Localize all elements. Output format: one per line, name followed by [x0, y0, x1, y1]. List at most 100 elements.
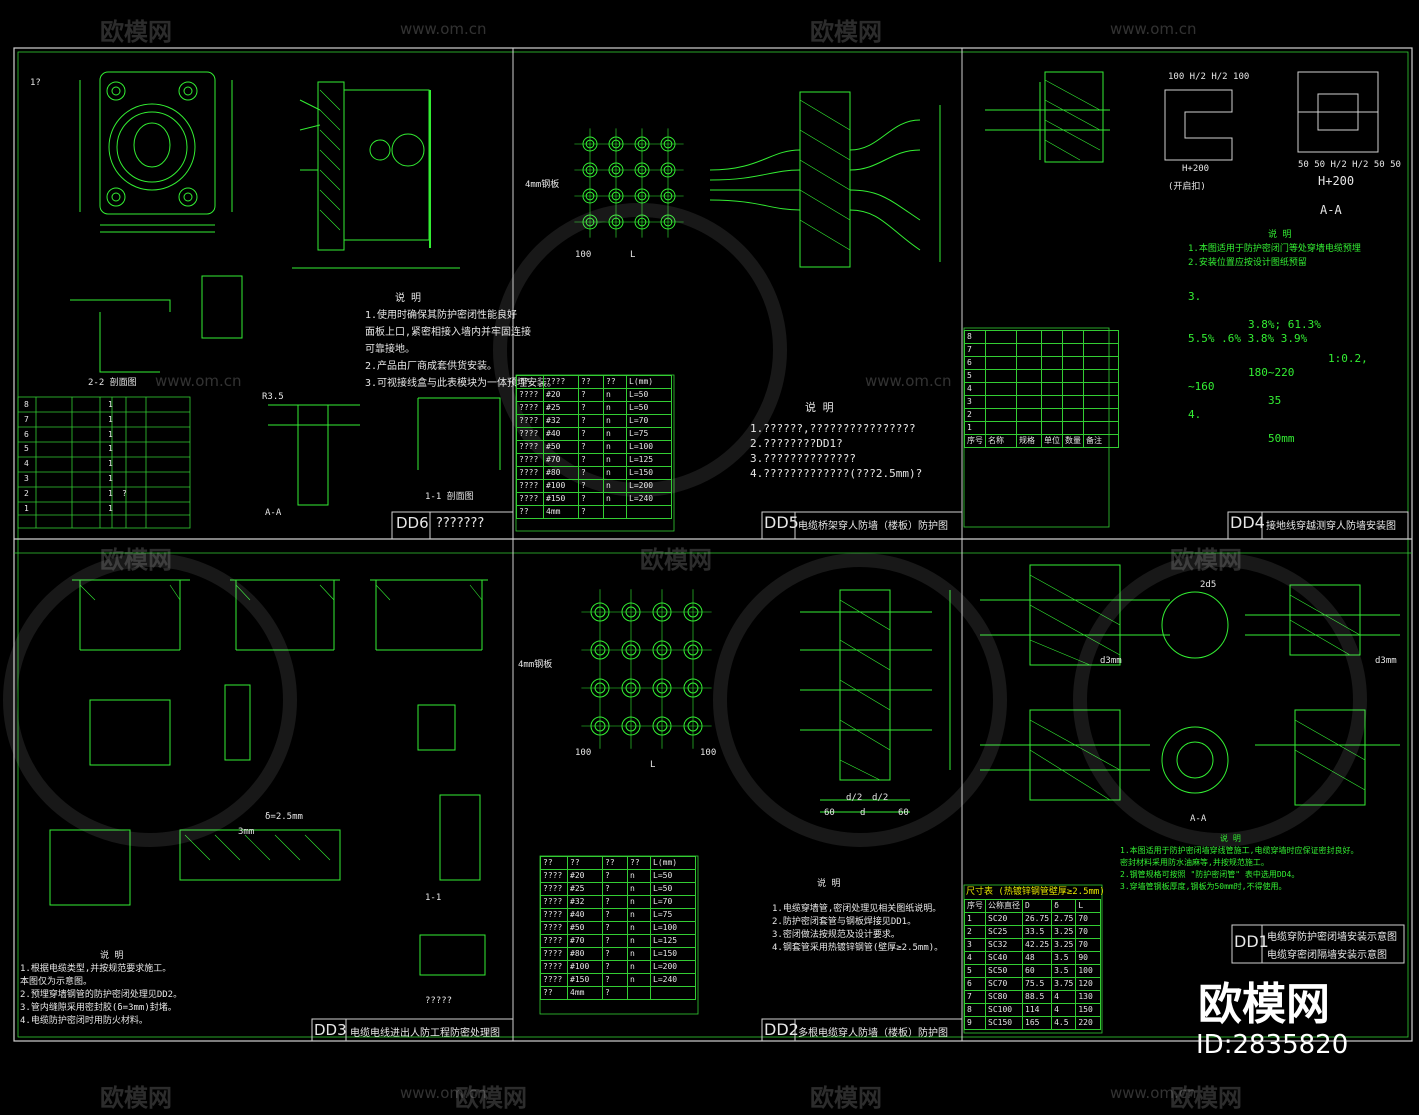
table-cell: 2 [964, 925, 986, 939]
dd4-sheet-code: DD4 [1230, 513, 1265, 532]
table-cell: n [603, 414, 627, 428]
dd6-side-section [292, 81, 460, 269]
table-cell: 48 [1021, 951, 1053, 965]
dd2-notes: 说 明 1.电缆穿墙管,密闭处理见相关图纸说明。 2.防护密闭套管与钢板焊接见D… [772, 878, 943, 955]
table-cell: 3.25 [1051, 938, 1077, 952]
table-cell: ???? [516, 401, 544, 415]
dd4-dims-top: 100 H/2 H/2 100 [1168, 72, 1250, 82]
table-cell [1016, 382, 1042, 396]
table-cell: #150 [543, 492, 579, 506]
dd2-sheet-code: DD2 [764, 1020, 799, 1039]
dd1-d3: d3mm [1100, 656, 1122, 666]
table-cell: 3 [964, 938, 986, 952]
table-cell [985, 408, 1017, 422]
table-cell [1041, 356, 1063, 370]
dd6-notes-heading: 说 明 [395, 293, 422, 304]
dd2-sheet-title: 多根电缆穿人防墙（楼板）防护图 [798, 1028, 948, 1039]
table-cell: L=240 [650, 973, 696, 987]
table-cell: 4 [964, 951, 986, 965]
table-cell: 5 [964, 964, 986, 978]
dd2-notes-line: 3.密闭做法按规范及设计要求。 [772, 930, 900, 940]
table-cell: ? [602, 895, 628, 909]
table-cell [603, 505, 627, 519]
table-cell: 4 [1051, 990, 1077, 1004]
table-cell: ? [602, 869, 628, 883]
dd5-notes-heading: 说 明 [805, 401, 834, 414]
table-cell: 150 [1075, 1003, 1102, 1017]
table-cell: 单位 [1041, 434, 1063, 448]
table-row: 5 [964, 369, 1119, 383]
table-cell [1016, 356, 1042, 370]
table-cell: 1 [108, 444, 113, 454]
table-cell: 7 [964, 343, 986, 357]
table-cell: ? [578, 401, 604, 415]
table-cell [1062, 421, 1084, 435]
table-cell: 2.75 [1051, 912, 1077, 926]
dd6-notes-line: 3.可视接线盒与此表模块为一体预埋安装。 [365, 378, 558, 389]
table-cell: L=75 [626, 427, 672, 441]
table-cell: 3.5 [1051, 964, 1077, 978]
table-cell: SC70 [985, 977, 1023, 991]
table-cell: 1 [108, 459, 113, 469]
table-cell: ???? [540, 934, 568, 948]
table-cell [1083, 408, 1119, 422]
table-cell: L=50 [650, 869, 696, 883]
table-cell: 42.25 [1021, 938, 1053, 952]
table-cell: n [603, 492, 627, 506]
table-cell: 4 [964, 382, 986, 396]
table-cell [1016, 421, 1042, 435]
table-cell: 1 [24, 503, 29, 513]
table-cell [1083, 421, 1119, 435]
table-cell [985, 343, 1017, 357]
table-cell: L [1075, 899, 1102, 913]
dd2-notes-line: 4.钢套管采用热镀锌钢管(壁厚≥2.5mm)。 [772, 943, 944, 953]
table-cell: n [603, 479, 627, 493]
dd4-k35: 35 [1268, 394, 1282, 407]
dd1-hatch [1029, 574, 1366, 801]
table-cell: n [627, 973, 651, 987]
dd5-sheet-title: 电缆桥架穿人防墙（楼板）防护图 [798, 521, 948, 532]
dd6-sheet-title: ??????? [436, 516, 485, 531]
dd5-section-hatch [799, 99, 851, 251]
dd4-h200: H+200 [1182, 164, 1210, 174]
dd3-notes-line: 1.根据电缆类型,并按规范要求施工。 [20, 964, 172, 974]
dd4-percent-2: 5.5% .6% 3.8% 3.9% [1188, 332, 1308, 345]
dd6-notes-line: 1.使用时确保其防护密闭性能良好 [365, 310, 518, 321]
table-cell [1083, 382, 1119, 396]
table-cell: ? [578, 505, 604, 519]
dd2-section [800, 589, 951, 813]
table-cell: 5 [964, 369, 986, 383]
dd4-ratio: 1:0.2, [1328, 352, 1368, 365]
table-row: 7 [964, 343, 1119, 357]
dd3-notes-heading: 说 明 [100, 951, 124, 961]
dd3-sheet-code: DD3 [314, 1021, 347, 1039]
dd6-sheet-code: DD6 [396, 514, 429, 532]
table-cell: 70 [1075, 938, 1102, 952]
table-cell: 60 [1021, 964, 1053, 978]
dd6-aa: A-A [265, 508, 282, 518]
dd4-section [985, 71, 1110, 163]
table-row: 2 [964, 408, 1119, 422]
table-cell: ?? [602, 856, 628, 870]
table-cell: #100 [543, 479, 579, 493]
table-cell: 3.75 [1051, 977, 1077, 991]
dd6-notes: 说 明 1.使用时确保其防护密闭性能良好 面板上口,紧密相接入墙内并牢固连接 可… [365, 290, 557, 392]
table-cell [1062, 330, 1084, 344]
dd2-notes-line: 1.电缆穿墙管,密闭处理见相关图纸说明。 [772, 904, 942, 914]
table-cell: L=70 [626, 414, 672, 428]
table-cell [1041, 369, 1063, 383]
table-cell: 6 [964, 977, 986, 991]
